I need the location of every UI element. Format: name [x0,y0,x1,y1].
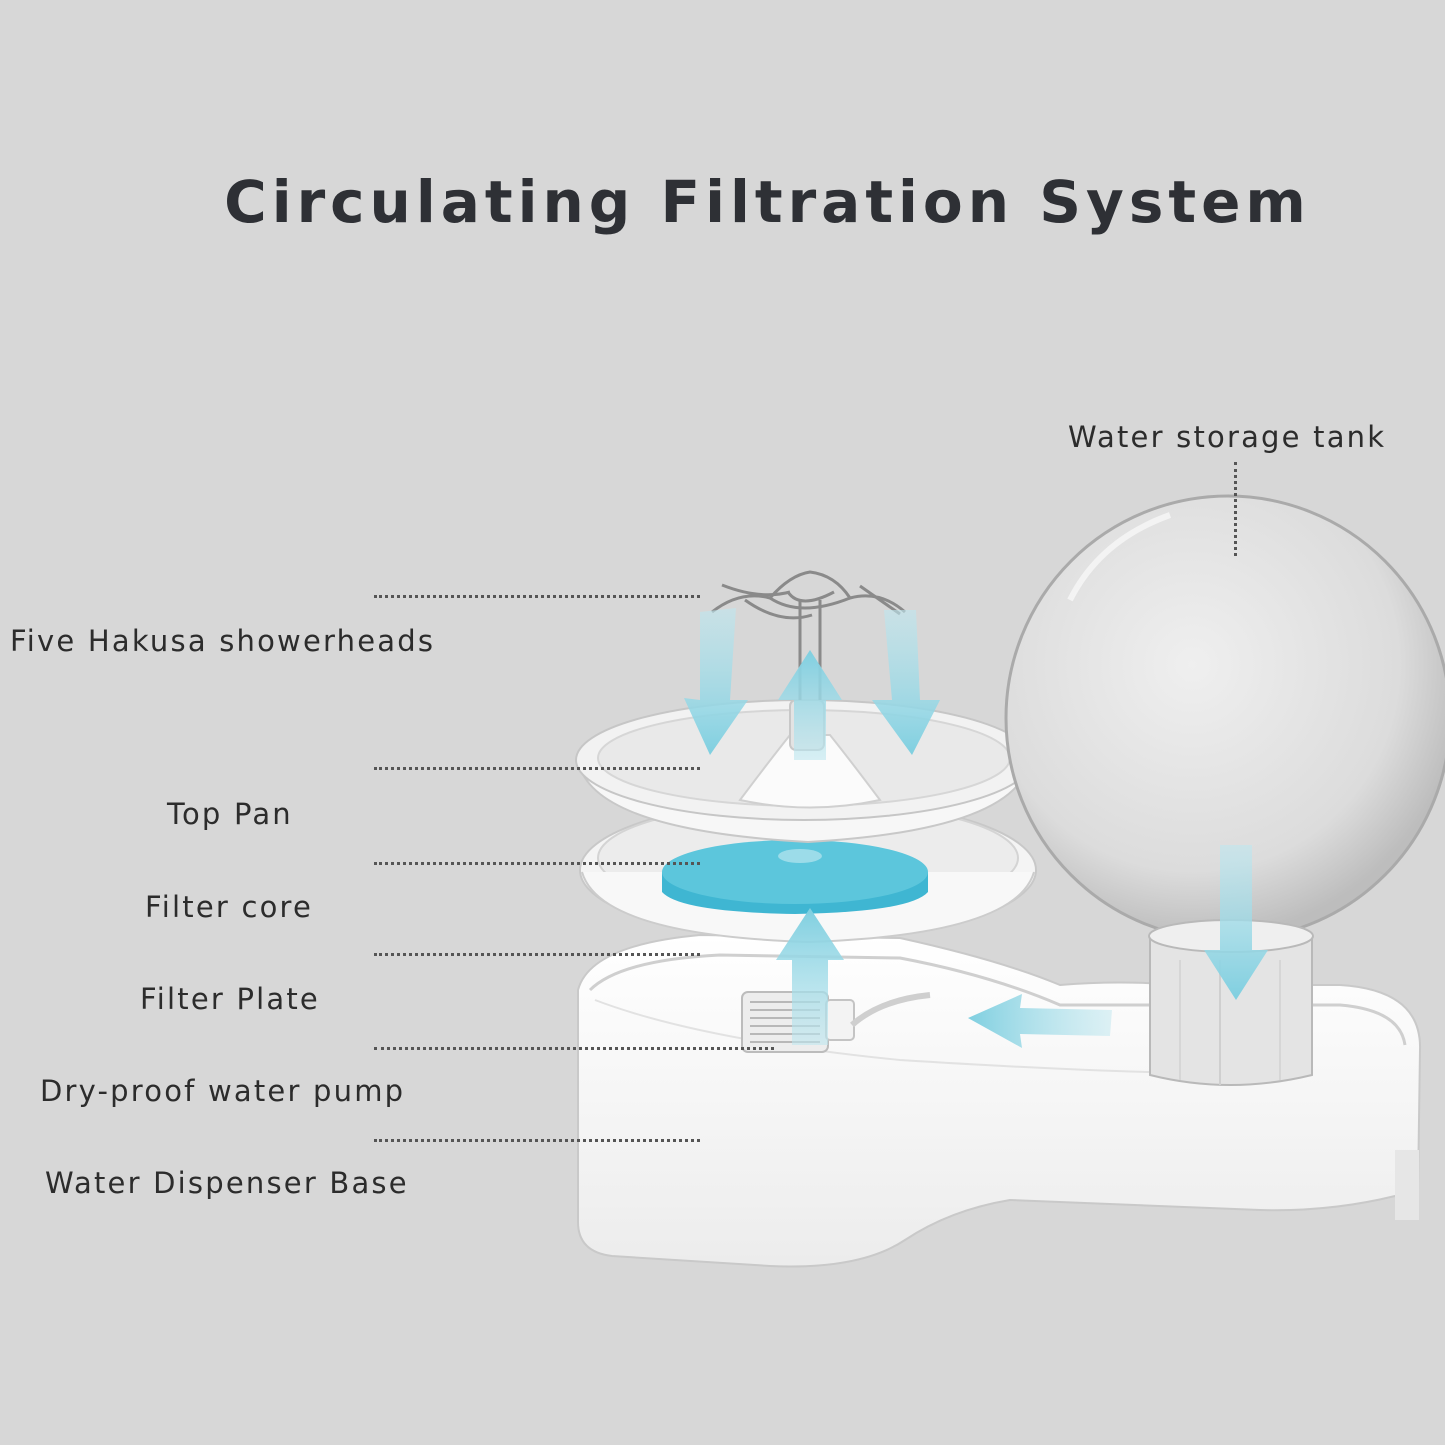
leader-filter-core [374,862,700,865]
label-pump: Dry-proof water pump [40,1074,406,1108]
flow-arrows [684,608,1268,1048]
leader-tank [1234,462,1237,556]
label-top-pan: Top Pan [167,797,293,831]
leader-top-pan [374,767,700,770]
leader-base [374,1139,700,1142]
label-showerheads: Five Hakusa showerheads [10,624,436,658]
flow-arrow-down-left [684,608,748,755]
label-filter-core: Filter core [145,890,314,924]
flow-arrow-down-right [872,610,940,755]
label-tank: Water storage tank [1068,420,1387,454]
leader-filter-plate [374,953,700,956]
flow-arrow-up-upper [778,650,842,760]
water-tank [1004,494,1445,1086]
label-base: Water Dispenser Base [45,1166,409,1200]
label-filter-plate: Filter Plate [140,982,320,1016]
diagram-title: Circulating Filtration System [224,168,1311,236]
flow-arrow-left [968,994,1112,1048]
flow-arrow-up-lower [776,908,844,1045]
leader-pump [374,1047,774,1050]
filter-core [662,840,928,914]
flow-arrow-down-tank [1204,845,1268,1000]
leader-showerheads [374,595,700,598]
